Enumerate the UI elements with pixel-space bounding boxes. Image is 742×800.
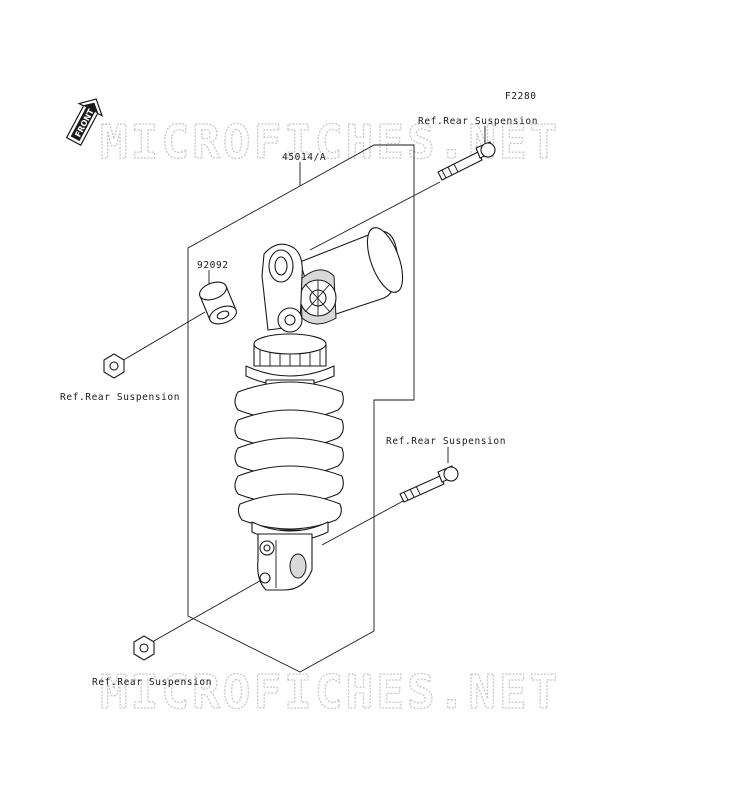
ref-bottom-nut: Ref.Rear Suspension [92, 677, 212, 688]
collar-icon [199, 281, 237, 325]
ref-bottom-bolt: Ref.Rear Suspension [386, 436, 506, 447]
leader-lines [114, 126, 486, 647]
watermark-bottom: MICROFICHES.NET [100, 665, 560, 719]
front-direction-icon: FRONT [65, 98, 104, 146]
top-nut-icon [103, 353, 125, 379]
bottom-bolt-icon [399, 465, 459, 503]
figure-code: F2280 [505, 91, 537, 102]
bottom-nut-icon [133, 635, 155, 661]
ref-top-nut: Ref.Rear Suspension [60, 392, 180, 403]
assembly-bracket [187, 144, 415, 673]
shock-absorber-icon [234, 227, 404, 591]
ref-top-bolt: Ref.Rear Suspension [418, 116, 538, 127]
shock-absorber-part-number: 45014/A [282, 152, 326, 163]
collar-part-number: 92092 [197, 260, 229, 271]
top-bolt-icon [437, 141, 496, 181]
